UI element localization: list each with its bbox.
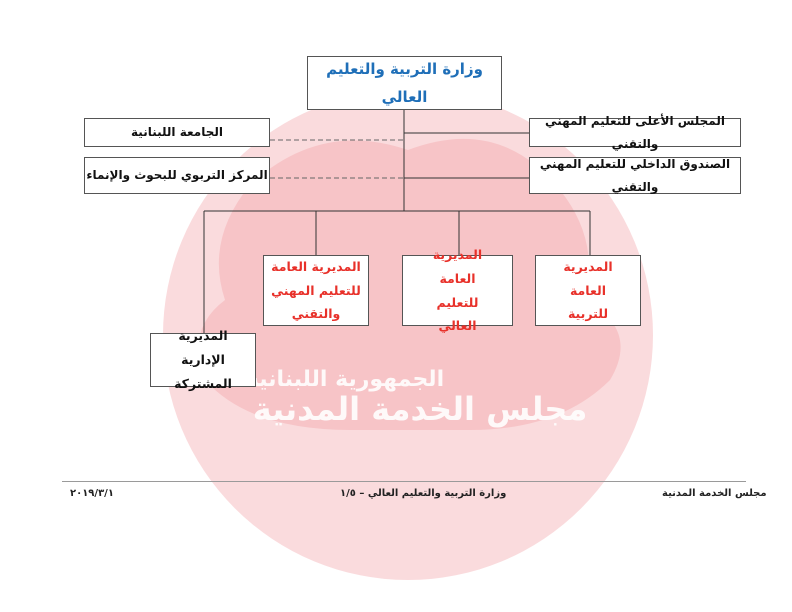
root-node: وزارة التربية والتعليم العالي (307, 56, 502, 110)
lebanese-university-node: الجامعة اللبنانية (84, 118, 270, 147)
higher-council-vocational-node: المجلس الأعلى للتعليم المهني والتقني (529, 114, 741, 151)
common-admin-directorate-node: المديرية الإدارية المشتركة (150, 328, 256, 391)
footer-date: ٢٠١٩/٣/١ (70, 488, 114, 499)
directorate-vocational-node: المديرية العامة للتعليم المهني والتقني (263, 255, 369, 326)
internal-fund-vocational-node: الصندوق الداخلي للتعليم المهني والتقني (529, 157, 741, 194)
educational-research-center-node: المركز التربوي للبحوث والإنماء (84, 157, 270, 194)
footer-page-label: وزارة التربية والتعليم العالي – ١/٥ (340, 488, 507, 499)
directorate-higher-education-node: المديرية العامة للتعليم العالي (402, 247, 513, 333)
directorate-education-node: المديرية العامة للتربية (535, 255, 641, 326)
footer-rule (62, 481, 746, 482)
footer-council-name: مجلس الخدمة المدنية (662, 488, 767, 499)
